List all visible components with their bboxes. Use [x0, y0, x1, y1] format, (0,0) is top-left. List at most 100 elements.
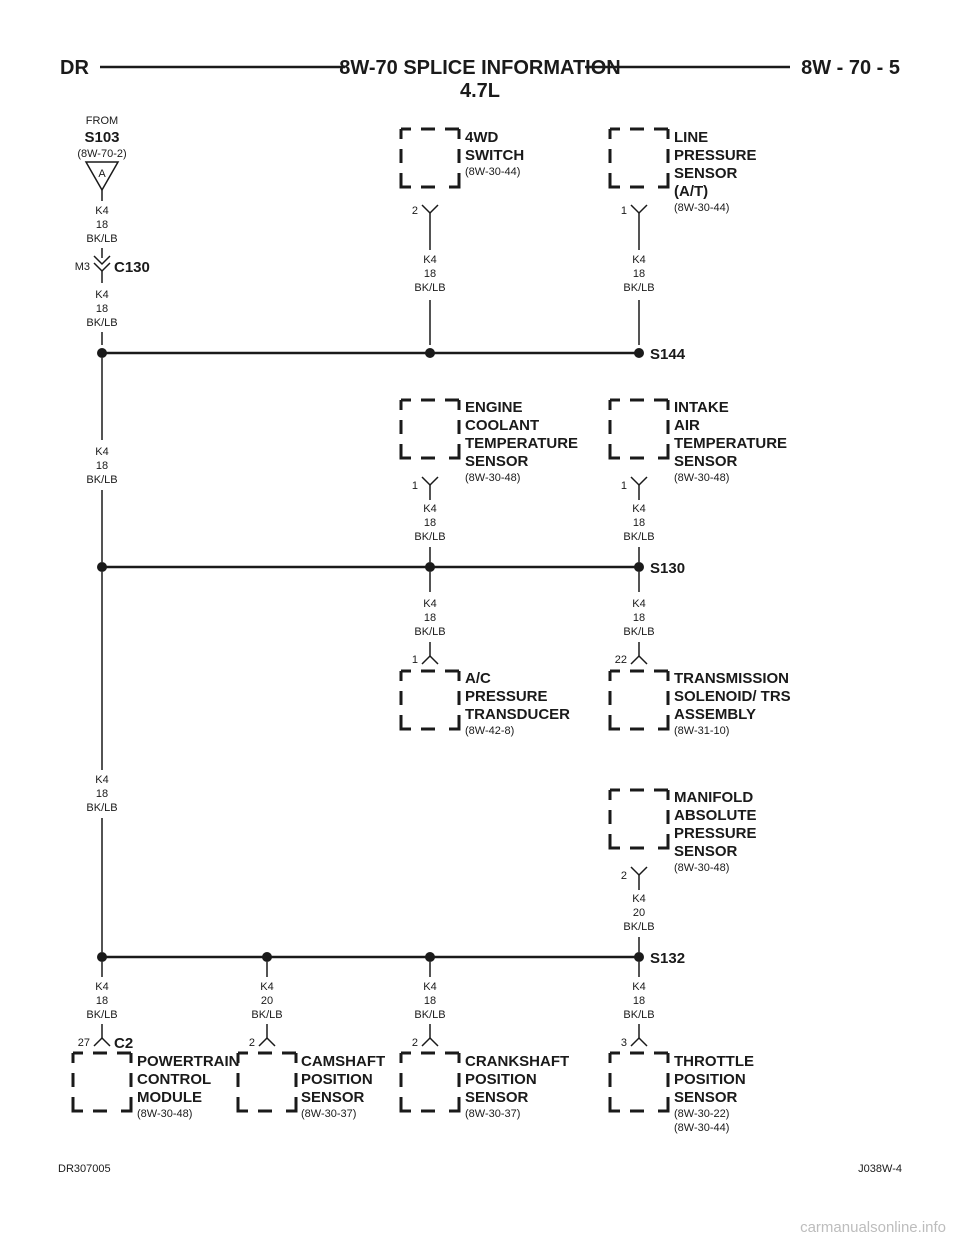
- svg-text:LINE: LINE: [674, 129, 708, 146]
- svg-text:MANIFOLD: MANIFOLD: [674, 789, 753, 806]
- splice-s132: S132: [97, 950, 685, 967]
- svg-text:BK/LB: BK/LB: [623, 531, 654, 543]
- wire-label-w3: K4 18 BK/LB: [86, 446, 117, 486]
- svg-text:(8W-30-44): (8W-30-44): [674, 202, 729, 214]
- from-splice-s103: FROM S103 (8W-70-2) A: [77, 115, 127, 201]
- svg-text:K4: K4: [632, 254, 645, 266]
- svg-text:SOLENOID/ TRS: SOLENOID/ TRS: [674, 688, 791, 705]
- svg-text:PRESSURE: PRESSURE: [674, 147, 757, 164]
- svg-text:ENGINE: ENGINE: [465, 399, 523, 416]
- svg-text:2: 2: [621, 870, 627, 882]
- svg-text:MODULE: MODULE: [137, 1089, 202, 1106]
- svg-text:BK/LB: BK/LB: [414, 531, 445, 543]
- svg-text:K4: K4: [632, 503, 645, 515]
- svg-text:THROTTLE: THROTTLE: [674, 1053, 754, 1070]
- header-left: DR: [60, 57, 89, 79]
- svg-text:1: 1: [412, 480, 418, 492]
- svg-text:COOLANT: COOLANT: [465, 417, 539, 434]
- svg-text:1: 1: [621, 480, 627, 492]
- svg-text:BK/LB: BK/LB: [86, 802, 117, 814]
- svg-text:CAMSHAFT: CAMSHAFT: [301, 1053, 385, 1070]
- svg-text:(8W-30-37): (8W-30-37): [301, 1108, 356, 1120]
- from-splice-name: S103: [84, 129, 119, 146]
- connector-male-icon: [630, 476, 648, 487]
- svg-text:CRANKSHAFT: CRANKSHAFT: [465, 1053, 569, 1070]
- component-iat-sensor: INTAKE AIR TEMPERATURE SENSOR (8W-30-48)…: [608, 398, 787, 562]
- svg-text:BK/LB: BK/LB: [623, 921, 654, 933]
- svg-text:SENSOR: SENSOR: [465, 453, 529, 470]
- svg-text:POSITION: POSITION: [301, 1071, 373, 1088]
- svg-text:2: 2: [412, 1037, 418, 1049]
- svg-text:K4: K4: [423, 503, 436, 515]
- svg-text:SWITCH: SWITCH: [465, 147, 524, 164]
- svg-text:27: 27: [78, 1037, 90, 1049]
- svg-text:TRANSDUCER: TRANSDUCER: [465, 706, 570, 723]
- connector-female-icon: [421, 1036, 439, 1047]
- svg-text:BK/LB: BK/LB: [623, 1009, 654, 1021]
- connector-female-icon: [93, 255, 111, 266]
- svg-text:SENSOR: SENSOR: [674, 165, 738, 182]
- connector-female-icon: [258, 1036, 276, 1047]
- svg-text:K4: K4: [95, 446, 108, 458]
- svg-text:SENSOR: SENSOR: [465, 1089, 529, 1106]
- svg-text:BK/LB: BK/LB: [414, 626, 445, 638]
- svg-text:K4: K4: [423, 981, 436, 993]
- splice-s132-label: S132: [650, 950, 685, 967]
- svg-text:18: 18: [633, 517, 645, 529]
- svg-text:BK/LB: BK/LB: [623, 282, 654, 294]
- header-page-number: 8W - 70 - 5: [801, 57, 900, 79]
- svg-text:18: 18: [633, 268, 645, 280]
- svg-text:(8W-30-37): (8W-30-37): [465, 1108, 520, 1120]
- page-header: DR 8W-70 SPLICE INFORMATION 8W - 70 - 5 …: [60, 57, 900, 102]
- svg-text:BK/LB: BK/LB: [86, 474, 117, 486]
- splice-s130: S130: [97, 560, 685, 577]
- connector-female-icon: [630, 654, 648, 665]
- svg-text:INTAKE: INTAKE: [674, 399, 729, 416]
- component-ac-pressure-transducer: K4 18 BK/LB 1 A/C PRESSURE TRANSDUCER (8…: [399, 572, 570, 737]
- svg-text:K4: K4: [95, 981, 108, 993]
- svg-text:(8W-30-48): (8W-30-48): [674, 862, 729, 874]
- header-subtitle: 4.7L: [460, 80, 500, 102]
- connector-female-icon: [421, 654, 439, 665]
- footer-figure-code: DR307005: [58, 1163, 111, 1175]
- splice-s144: S144: [97, 346, 686, 363]
- svg-text:SENSOR: SENSOR: [674, 1089, 738, 1106]
- svg-text:K4: K4: [423, 598, 436, 610]
- svg-text:K4: K4: [632, 598, 645, 610]
- connector-male-icon: [630, 204, 648, 215]
- svg-text:PRESSURE: PRESSURE: [674, 825, 757, 842]
- connector-female-icon: [630, 1036, 648, 1047]
- svg-text:18: 18: [424, 517, 436, 529]
- svg-text:18: 18: [96, 995, 108, 1007]
- svg-text:3: 3: [621, 1037, 627, 1049]
- svg-text:BK/LB: BK/LB: [86, 1009, 117, 1021]
- svg-text:(8W-30-44): (8W-30-44): [674, 1122, 729, 1134]
- off-page-arrow-icon: [84, 161, 120, 192]
- wire-label-w4: K4 18 BK/LB: [86, 774, 117, 814]
- svg-text:18: 18: [633, 612, 645, 624]
- svg-text:18: 18: [96, 219, 108, 231]
- svg-text:K4: K4: [423, 254, 436, 266]
- svg-text:POSITION: POSITION: [465, 1071, 537, 1088]
- connector-male-icon: [421, 476, 439, 487]
- svg-text:BK/LB: BK/LB: [414, 282, 445, 294]
- svg-text:18: 18: [424, 268, 436, 280]
- svg-text:(8W-30-48): (8W-30-48): [674, 472, 729, 484]
- svg-text:BK/LB: BK/LB: [86, 317, 117, 329]
- from-ref: (8W-70-2): [77, 148, 126, 160]
- wire-label-w2: K4 18 BK/LB: [86, 289, 117, 329]
- svg-text:ASSEMBLY: ASSEMBLY: [674, 706, 756, 723]
- svg-text:22: 22: [615, 654, 627, 666]
- component-tps-sensor: K4 18 BK/LB 3 THROTTLE POSITION SENSOR (…: [608, 962, 754, 1134]
- component-transmission-solenoid: K4 18 BK/LB 22 TRANSMISSION SOLENOID/ TR…: [608, 572, 791, 737]
- component-ckp-sensor: K4 18 BK/LB 2 CRANKSHAFT POSITION SENSOR…: [399, 962, 569, 1120]
- svg-text:BK/LB: BK/LB: [86, 233, 117, 245]
- svg-text:K4: K4: [95, 774, 108, 786]
- svg-text:(A/T): (A/T): [674, 183, 708, 200]
- svg-text:18: 18: [96, 460, 108, 472]
- svg-text:20: 20: [261, 995, 273, 1007]
- svg-text:ABSOLUTE: ABSOLUTE: [674, 807, 757, 824]
- svg-text:1: 1: [621, 205, 627, 217]
- svg-text:POSITION: POSITION: [674, 1071, 746, 1088]
- svg-text:A/C: A/C: [465, 670, 491, 687]
